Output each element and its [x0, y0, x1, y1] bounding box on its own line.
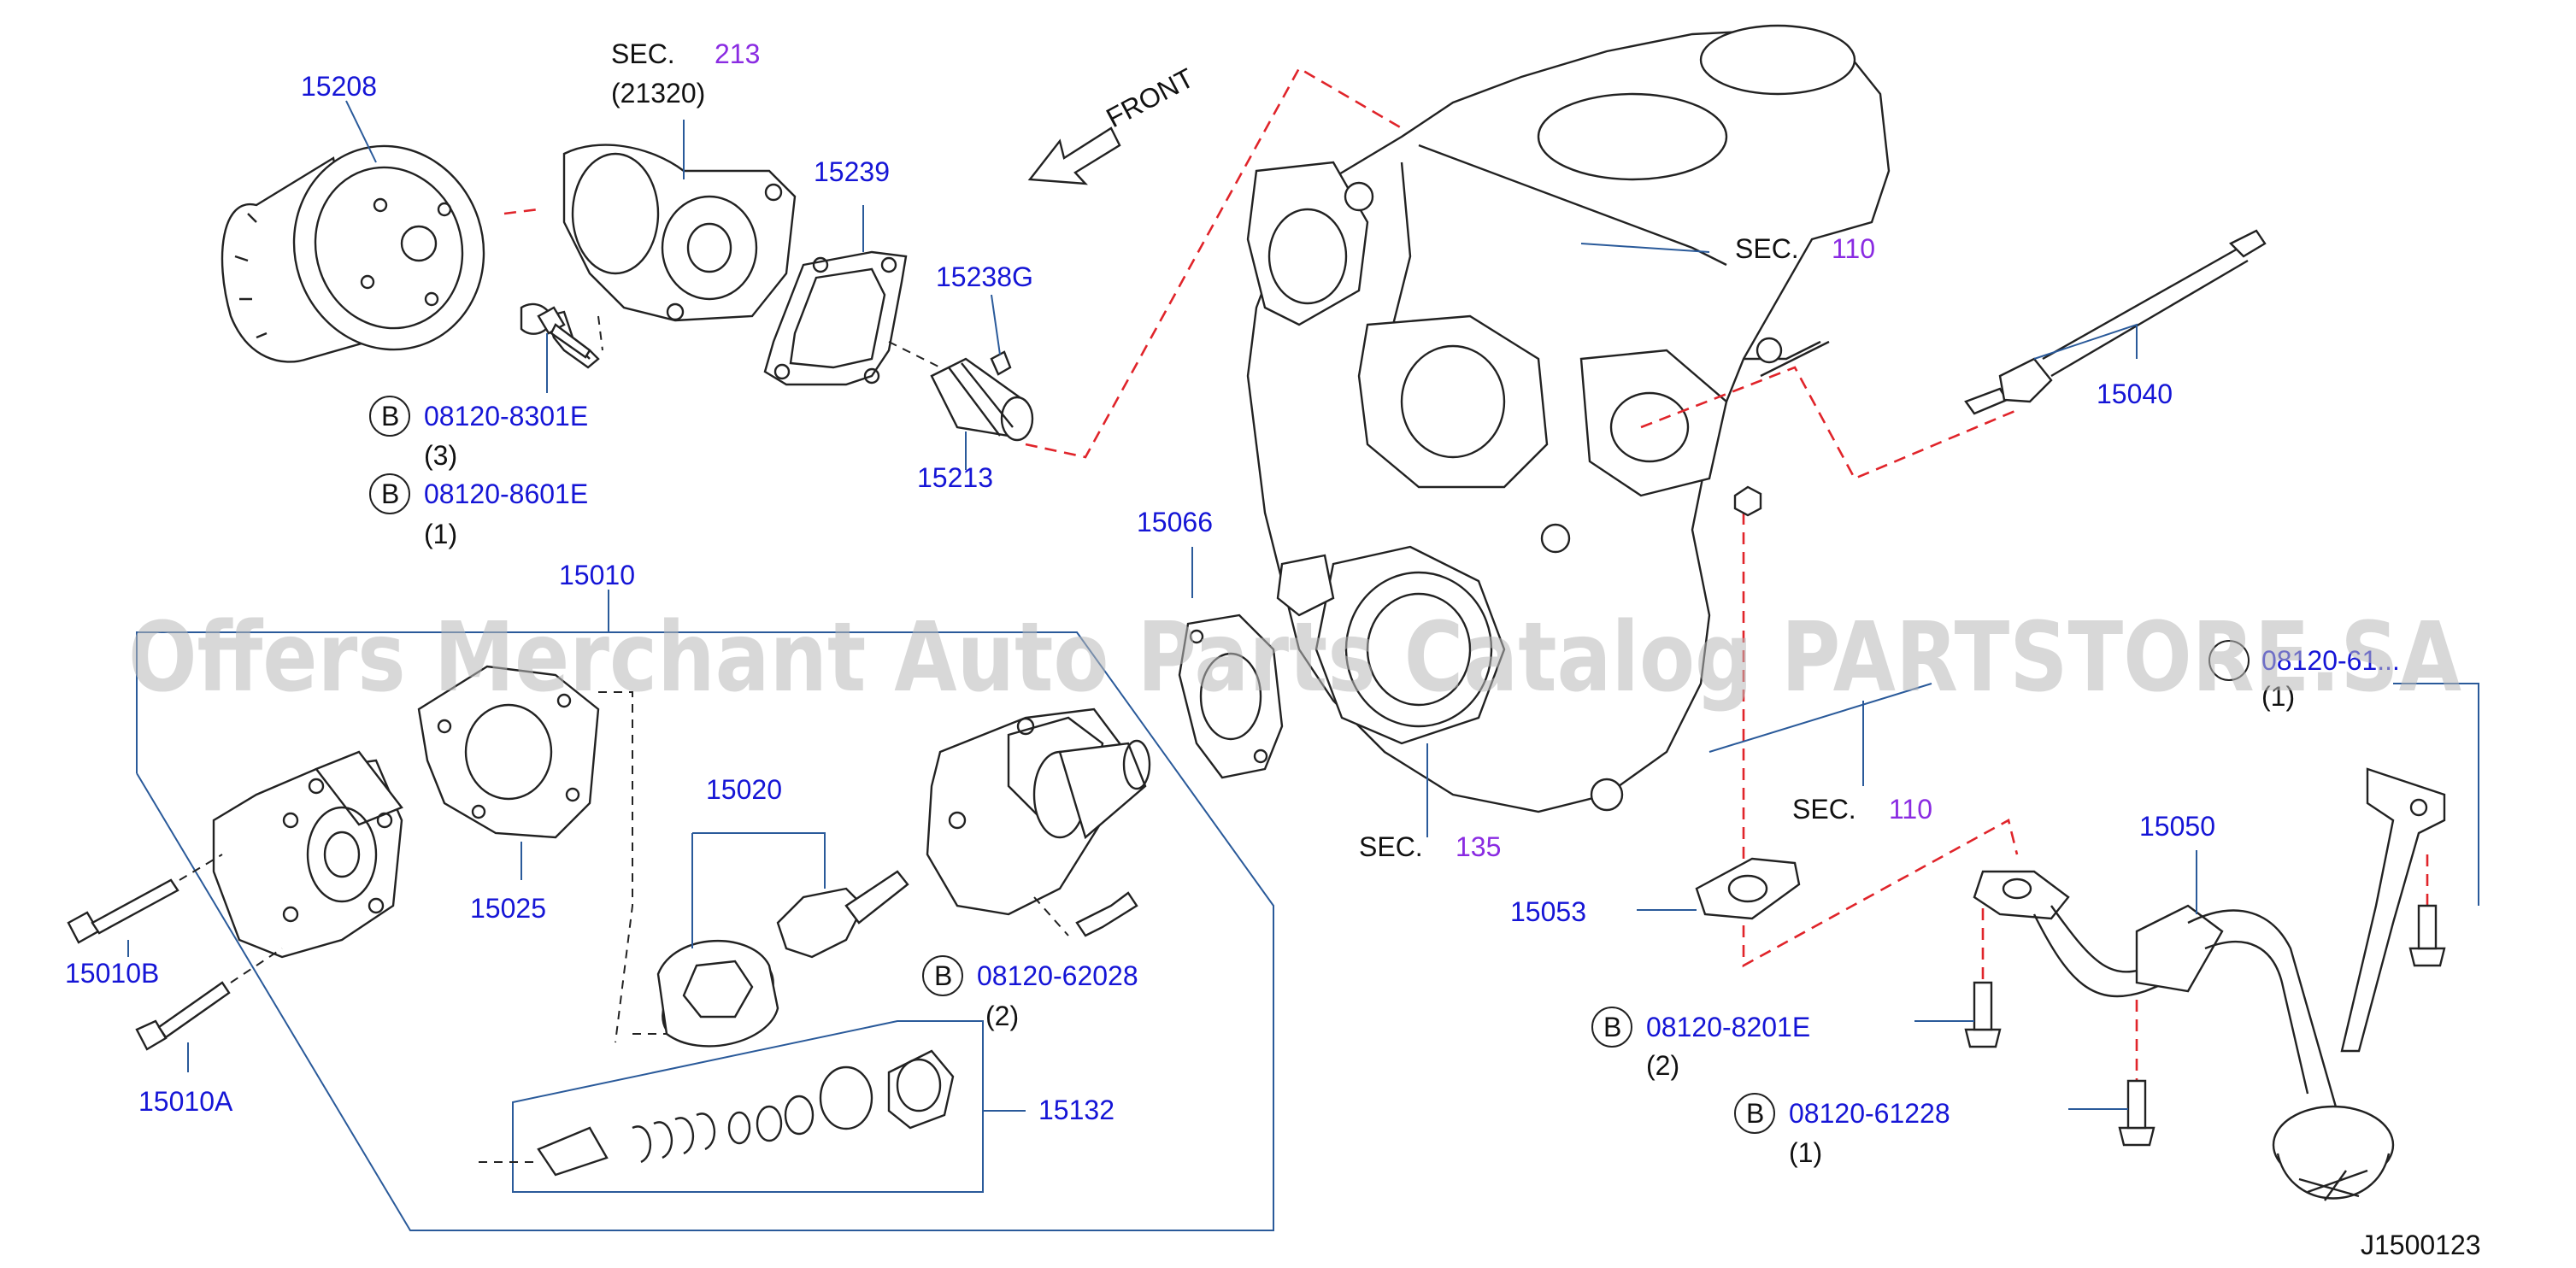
- watermark-text: Offers Merchant Auto Parts Catalog PARTS…: [128, 602, 2461, 713]
- label-sec110a-prefix: SEC.: [1735, 233, 1799, 264]
- label-bolt-8301e-qty: (3): [424, 440, 457, 471]
- label-bolt-61228-qty: (1): [1789, 1137, 1822, 1168]
- rotor-set: [632, 870, 909, 1048]
- label-15025: 15025: [470, 893, 546, 924]
- oil-filter: [221, 144, 485, 363]
- b-marker-text: B: [1746, 1098, 1764, 1129]
- reference-lines: [503, 67, 2429, 1128]
- label-sec135-prefix: SEC.: [1359, 831, 1423, 862]
- label-15238g: 15238G: [936, 261, 1033, 292]
- label-15053: 15053: [1510, 896, 1586, 927]
- bolt-15010b: [67, 854, 223, 944]
- label-bolt-61228: 08120-61228: [1789, 1098, 1950, 1129]
- label-sec213-prefix: SEC.: [611, 38, 675, 69]
- gasket-15239: [763, 250, 908, 386]
- label-bolt-partial: 08120-61...: [2261, 645, 2400, 676]
- b-marker-text: B: [381, 478, 399, 509]
- b-marker-icon: [369, 473, 410, 514]
- label-bolt-8201e: 08120-8201E: [1646, 1012, 1810, 1042]
- oil-pressure-switch: [888, 341, 1034, 442]
- label-sec213-sub: (21320): [611, 78, 705, 109]
- label-sec110a-num: 110: [1832, 233, 1875, 264]
- label-15010: 15010: [559, 560, 635, 590]
- bolt-bracket: [2408, 904, 2446, 967]
- label-bolt-8301e: 08120-8301E: [424, 401, 588, 431]
- label-sec213-num: 213: [715, 38, 760, 69]
- oil-pump-frame: [136, 631, 1274, 1231]
- relief-valve-kit: [479, 1020, 984, 1193]
- gasket-15066: [1178, 613, 1284, 779]
- label-bolt-8601e-qty: (1): [424, 519, 457, 549]
- label-15132: 15132: [1038, 1095, 1115, 1125]
- b-marker-text: B: [381, 401, 399, 431]
- b-marker-icon: [369, 396, 410, 437]
- front-arrow-icon: [1027, 126, 1121, 185]
- label-bolt-62028: 08120-62028: [977, 960, 1138, 991]
- label-sec110b-prefix: SEC.: [1792, 794, 1856, 825]
- nut-icon: [1733, 485, 1762, 517]
- b-marker-text: B: [934, 960, 952, 991]
- bolt-61228: [2118, 1079, 2155, 1147]
- label-15213: 15213: [917, 462, 993, 493]
- label-sec135-num: 135: [1456, 831, 1501, 862]
- dipstick: [1964, 229, 2267, 415]
- label-bolt-partial-qty: (1): [2261, 681, 2295, 712]
- b-marker-icon: [922, 955, 963, 996]
- label-15010a: 15010A: [138, 1086, 233, 1117]
- b-marker-icon: [1591, 1007, 1632, 1048]
- leader-lines: [127, 100, 2479, 1112]
- label-15050: 15050: [2139, 811, 2215, 842]
- pump-cover: [926, 707, 1151, 937]
- gasket-15025: [417, 665, 633, 1043]
- pump-body: [212, 750, 403, 959]
- b-marker-icon: [1734, 1093, 1775, 1134]
- bolt-15010a: [135, 948, 283, 1051]
- label-bolt-8601e: 08120-8601E: [424, 478, 588, 509]
- label-sec110b-num: 110: [1889, 794, 1932, 825]
- b-marker-text: B: [1603, 1012, 1621, 1042]
- filter-bracket: [520, 144, 797, 369]
- bolt-8301e: [537, 306, 591, 359]
- label-bolt-8201e-qty: (2): [1646, 1050, 1679, 1081]
- label-15208: 15208: [301, 71, 377, 102]
- label-15239: 15239: [814, 156, 890, 187]
- label-15040: 15040: [2097, 379, 2173, 409]
- gasket-15053: [1695, 857, 1801, 920]
- bolt-8201e: [1964, 981, 2002, 1048]
- label-15066: 15066: [1137, 507, 1213, 537]
- label-15010b: 15010B: [65, 958, 159, 989]
- oil-strainer: [1973, 767, 2446, 1201]
- diagram-id: J1500123: [2361, 1230, 2481, 1260]
- b-marker-icon: [2208, 640, 2250, 681]
- label-15020: 15020: [706, 774, 782, 805]
- engine-block: [1246, 24, 1891, 813]
- front-label: FRONT: [1101, 62, 1198, 134]
- label-bolt-62028-qty: (2): [985, 1001, 1019, 1031]
